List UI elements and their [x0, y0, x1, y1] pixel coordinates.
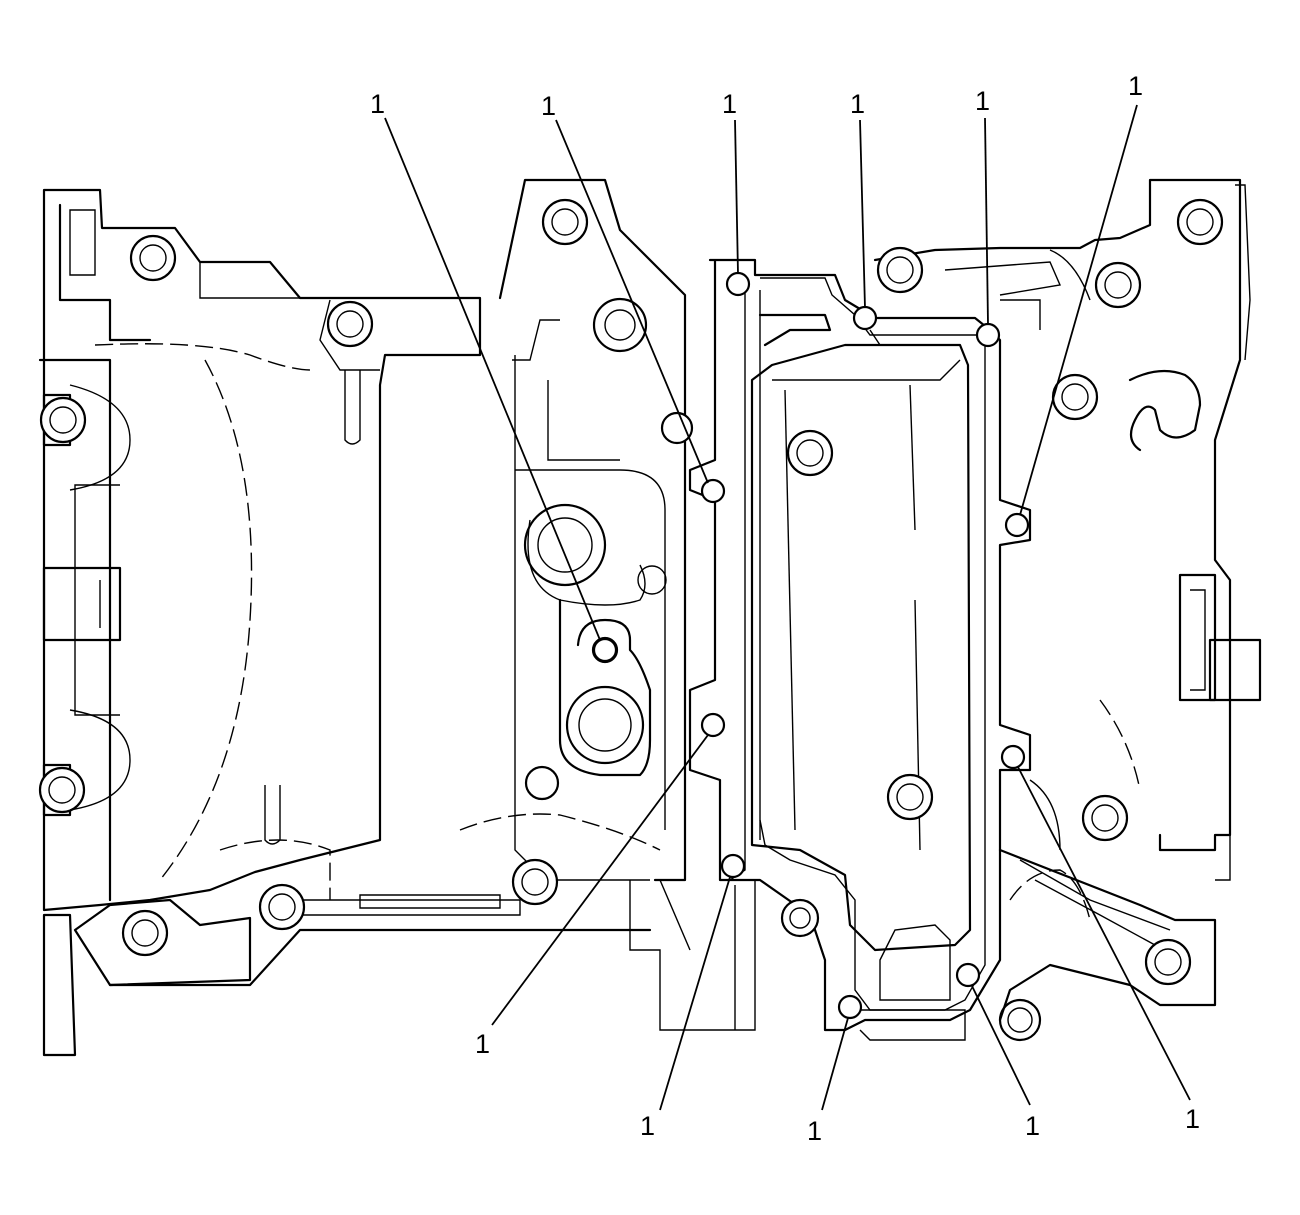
bolt-hole-7 [700, 712, 726, 738]
callout-label: 1 [1128, 71, 1143, 101]
callout-label: 1 [1025, 1111, 1040, 1141]
callout-label: 1 [475, 1029, 490, 1059]
leader-line-c10 [971, 985, 1031, 1106]
bolt-hole-10 [955, 962, 981, 988]
callout-label: 1 [640, 1111, 655, 1141]
right-housing [873, 178, 1262, 1042]
leader-line-c8 [659, 876, 731, 1111]
callout-label: 1 [850, 89, 865, 119]
leader-line-c1 [384, 117, 601, 641]
leader-line-c4 [859, 119, 866, 309]
leader-line-c2 [555, 119, 709, 484]
leader-line-c9 [821, 1017, 849, 1111]
callout-label: 1 [1185, 1104, 1200, 1134]
leader-line-c11 [1017, 766, 1191, 1101]
bolt-hole-5 [1004, 512, 1030, 538]
left-housing [38, 188, 652, 1057]
center-left-housing [459, 178, 756, 1031]
callout-label: 1 [541, 91, 556, 121]
bolt-hole-8 [1000, 744, 1026, 770]
leader-line-c3 [734, 119, 739, 275]
bolt-hole-6 [592, 637, 618, 663]
bolt-holes [592, 271, 1030, 1020]
callout-label: 1 [807, 1116, 822, 1146]
bolt-hole-9 [720, 853, 746, 879]
leader-lines [384, 104, 1191, 1111]
bolt-hole-11 [837, 994, 863, 1020]
callout-label: 1 [370, 89, 385, 119]
center-gasket-frame [688, 258, 1032, 1041]
bolt-hole-2 [852, 305, 878, 331]
callout-label: 1 [975, 86, 990, 116]
leader-line-c7 [491, 734, 709, 1026]
callout-labels: 1 1 1 1 1 1 1 1 1 1 1 [370, 71, 1200, 1146]
callout-label: 1 [722, 89, 737, 119]
leader-line-c5 [984, 117, 989, 325]
bolt-hole-3 [975, 322, 1001, 348]
bolt-hole-4 [700, 478, 726, 504]
bolt-hole-1 [725, 271, 751, 297]
leader-line-c6 [1019, 104, 1138, 516]
